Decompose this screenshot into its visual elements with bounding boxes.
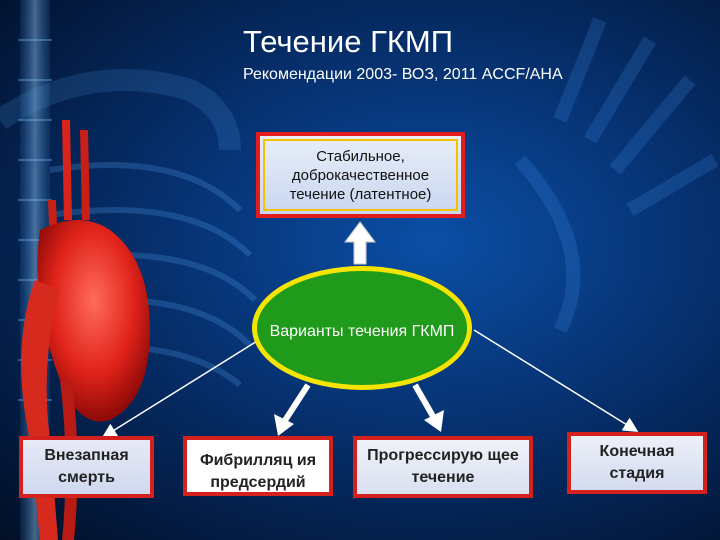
page-subtitle: Рекомендации 2003- ВОЗ, 2011 ACCF/AHA: [243, 66, 563, 83]
outcome-label: Конечная стадия: [599, 443, 675, 482]
outcome-label: Прогрессирую щее течение: [367, 447, 519, 486]
arrow-to-progressive: [412, 383, 444, 432]
outcome-sudden-death: Внезапная смерть: [19, 436, 154, 498]
outcome-label: Внезапная смерть: [44, 447, 129, 486]
hand-graphic: [514, 17, 719, 334]
arrow-to-sudden-death: [101, 337, 263, 438]
outcome-atrial-fibrillation: Фибрилляц ия предсердий: [183, 436, 333, 496]
arrow-to-end-stage: [473, 329, 639, 432]
outcome-progressive-course: Прогрессирую щее течение: [353, 436, 533, 498]
stable-course-box: Стабильное, доброкачественное течение (л…: [256, 132, 465, 218]
arrow-up-to-stable: [344, 221, 376, 265]
outcome-end-stage: Конечная стадия: [567, 432, 707, 494]
stable-course-label: Стабильное, доброкачественное течение (л…: [289, 147, 432, 203]
course-variants-node: Варианты течения ГКМП: [252, 266, 472, 390]
heart-graphic: [21, 120, 150, 540]
arrow-to-fibrillation: [274, 383, 311, 436]
outcome-label: Фибрилляц ия предсердий: [199, 452, 317, 491]
course-variants-label: Варианты течения ГКМП: [269, 323, 455, 340]
page-title: Течение ГКМП: [243, 24, 454, 59]
